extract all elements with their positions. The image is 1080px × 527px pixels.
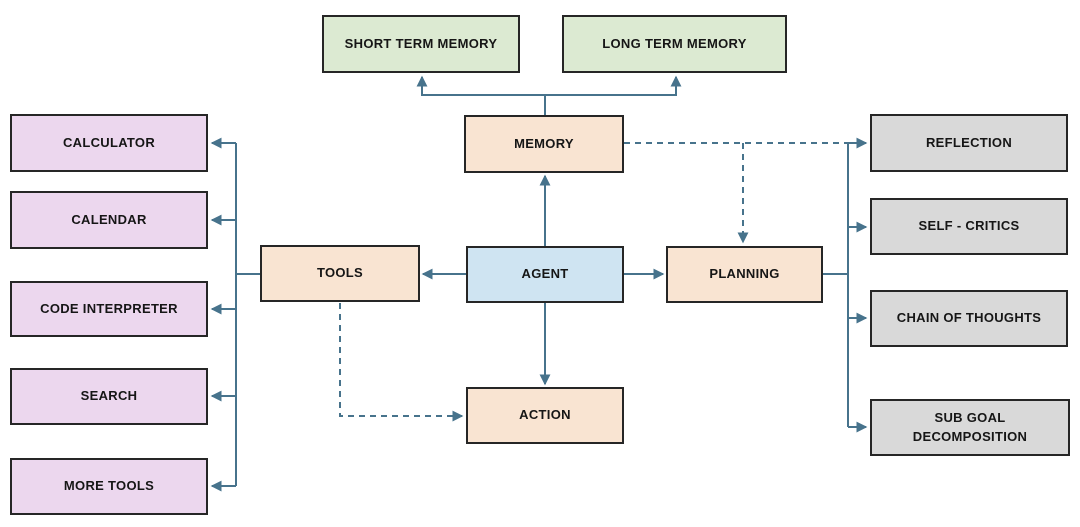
node-self-critics: SELF - CRITICS	[870, 198, 1068, 255]
node-short-term-memory: SHORT TERM MEMORY	[322, 15, 520, 73]
node-sub-goal-decomposition: SUB GOAL DECOMPOSITION	[870, 399, 1070, 456]
node-code-interpreter-label: CODE INTERPRETER	[40, 300, 178, 316]
node-more-tools: MORE TOOLS	[10, 458, 208, 515]
node-action-label: ACTION	[519, 407, 571, 423]
node-search-label: SEARCH	[80, 388, 138, 404]
edge-planning-bus	[823, 143, 849, 427]
node-self-critics-label: SELF - CRITICS	[918, 218, 1020, 234]
node-calculator-label: CALCULATOR	[62, 134, 156, 150]
node-calculator: CALCULATOR	[10, 114, 208, 172]
edge-tools-bus	[235, 143, 260, 486]
node-short-term-memory-label: SHORT TERM MEMORY	[344, 35, 498, 51]
node-long-term-memory: LONG TERM MEMORY	[562, 15, 787, 73]
node-tools: TOOLS	[260, 245, 420, 302]
node-reflection-label: REFLECTION	[925, 134, 1013, 150]
node-tools-label: TOOLS	[316, 265, 364, 281]
node-search: SEARCH	[10, 368, 208, 425]
node-agent-label: AGENT	[521, 266, 569, 282]
node-code-interpreter: CODE INTERPRETER	[10, 281, 208, 337]
node-calendar: CALENDAR	[10, 191, 208, 249]
node-chain-of-thoughts: CHAIN OF THOUGHTS	[870, 290, 1068, 347]
edge-memory-to-long-term-memory	[545, 75, 682, 96]
node-memory: MEMORY	[464, 115, 624, 173]
edge-tools-to-action-dashed	[339, 303, 464, 422]
node-action: ACTION	[466, 387, 624, 444]
node-more-tools-label: MORE TOOLS	[63, 478, 155, 494]
node-chain-of-thoughts-label: CHAIN OF THOUGHTS	[896, 310, 1042, 326]
node-long-term-memory-label: LONG TERM MEMORY	[602, 35, 747, 51]
node-reflection: REFLECTION	[870, 114, 1068, 172]
node-memory-label: MEMORY	[514, 135, 574, 151]
node-planning-label: PLANNING	[709, 266, 780, 282]
node-calendar-label: CALENDAR	[71, 211, 147, 227]
edge-memory-to-short-term-memory	[416, 75, 546, 115]
node-agent: AGENT	[466, 246, 624, 303]
node-planning: PLANNING	[666, 246, 823, 303]
node-sub-goal-decomposition-label: SUB GOAL DECOMPOSITION	[912, 409, 1028, 444]
